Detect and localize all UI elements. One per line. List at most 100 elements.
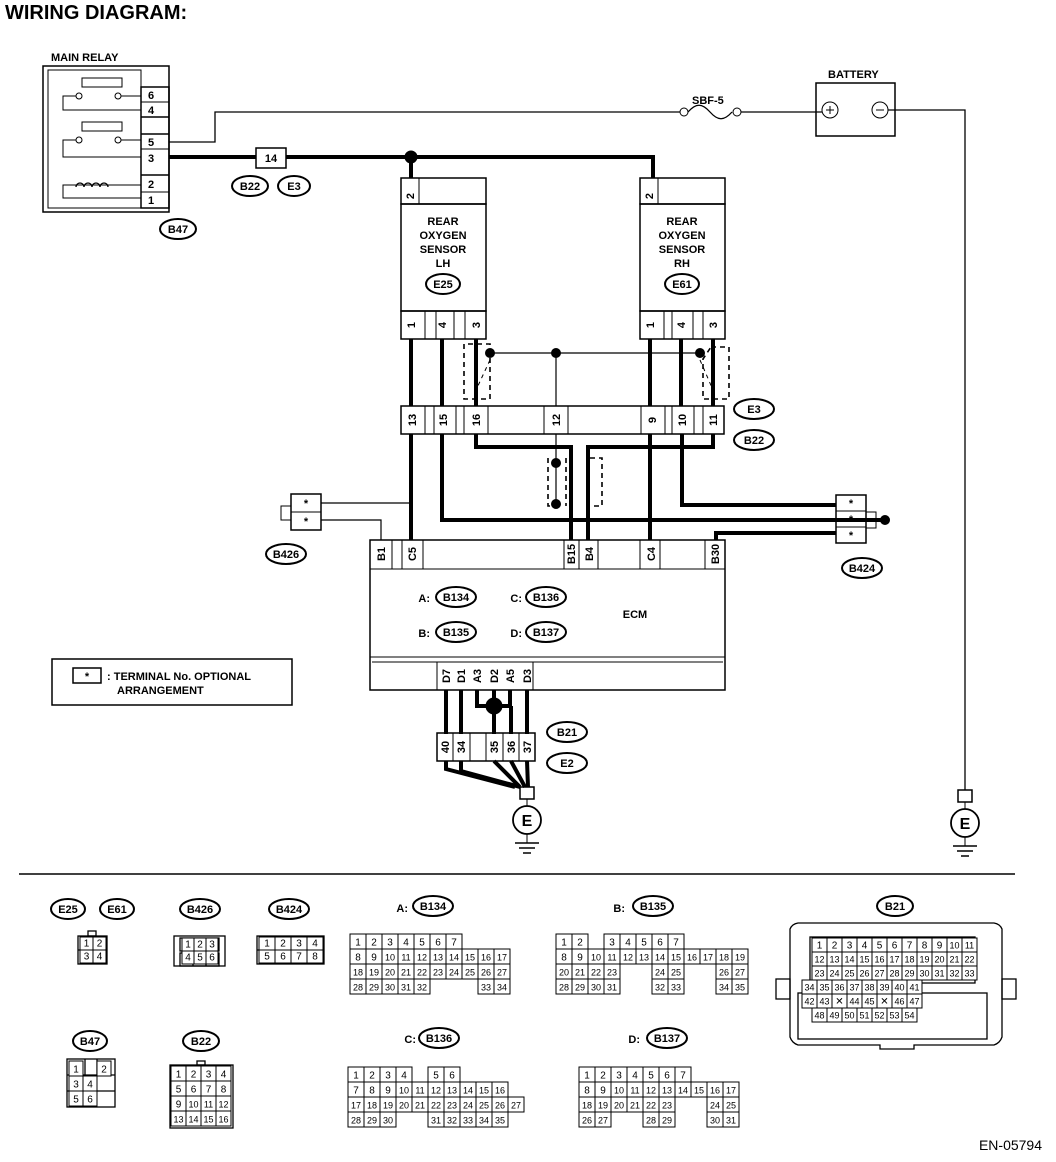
tag-e61: E61	[664, 273, 700, 295]
tag-b136: B136	[525, 586, 567, 608]
pin-label: 32	[447, 1116, 457, 1126]
tag-e2-text: E2	[560, 758, 573, 770]
pin-label: ✕	[835, 997, 843, 1008]
face-tag-b426-text: B426	[187, 904, 213, 916]
pin-label: 7	[206, 1085, 212, 1096]
pin-label: 16	[218, 1115, 228, 1125]
pin-label: 18	[904, 955, 914, 965]
pin-cell	[961, 965, 978, 981]
pin-cell	[215, 1110, 232, 1127]
pin-label: 1	[353, 1071, 359, 1082]
pin-label: 31	[726, 1116, 736, 1126]
ecm-pin-b1: B1	[376, 547, 388, 561]
face-tag-b22-text: B22	[191, 1036, 211, 1048]
pin-label: 27	[497, 968, 507, 978]
tag-b21: B21	[546, 721, 588, 743]
pin-label: 25	[726, 1101, 736, 1111]
sensor-lh-pin-1: 1	[406, 322, 418, 328]
pin-label: 20	[385, 968, 395, 978]
pin-label: 10	[385, 953, 395, 963]
ecm-conn-c-prefix: C:	[510, 593, 522, 605]
tag-b22-text: B22	[744, 435, 764, 447]
b21-pin-34: 34	[456, 740, 468, 753]
tag-b22-junction-text: B22	[240, 181, 260, 193]
pin-label: 5	[648, 1071, 654, 1082]
pin-label: 15	[694, 1086, 704, 1096]
face-tag-b136-text: B136	[426, 1033, 452, 1045]
pin-label: 33	[964, 969, 974, 979]
pin-label: 25	[465, 968, 475, 978]
ecm-conn-d-prefix: D:	[510, 628, 522, 640]
pin-label: 7	[680, 1071, 686, 1082]
pin-label: 20	[399, 1101, 409, 1111]
b424-pin-star-2: *	[849, 514, 854, 526]
legend-line-2: ARRANGEMENT	[117, 685, 204, 697]
pin-label: 14	[655, 953, 665, 963]
pin-label: 24	[463, 1101, 473, 1111]
pin-label: 16	[687, 953, 697, 963]
ecm-pin-c4: C4	[646, 546, 658, 561]
pin-label: 25	[671, 968, 681, 978]
tag-e25: E25	[425, 273, 461, 295]
b21-pin-35: 35	[489, 741, 501, 753]
pin-label: 12	[431, 1086, 441, 1096]
pin-label: 3	[847, 941, 853, 952]
pin-label: 4	[87, 1080, 93, 1091]
pin-label: 19	[598, 1101, 608, 1111]
pin-label: 6	[209, 953, 215, 964]
pin-label: 23	[447, 1101, 457, 1111]
b424-pin-star-1: *	[849, 498, 854, 510]
pin-label: 20	[559, 968, 569, 978]
pin-label: 9	[577, 953, 583, 964]
pin-label: 20	[934, 955, 944, 965]
pin-label: 17	[497, 953, 507, 963]
battery-label: BATTERY	[828, 69, 879, 81]
pin-label: 5	[73, 1095, 79, 1106]
pin-cell	[667, 978, 685, 995]
face-tag-e61-text: E61	[107, 904, 127, 916]
tag-b21-text: B21	[557, 727, 577, 739]
sensor-lh-pin-4: 4	[437, 321, 449, 328]
pin-label: 20	[614, 1101, 624, 1111]
pin-label: 24	[829, 969, 839, 979]
face-c-prefix: C:	[404, 1034, 416, 1046]
pin-label: 51	[859, 1011, 869, 1021]
relay-pin-4: 4	[148, 105, 155, 117]
pin-label: 8	[221, 1085, 227, 1096]
pin-label: ✕	[880, 997, 888, 1008]
tag-b137-text: B137	[533, 627, 559, 639]
rear-oxygen-sensor-lh	[400, 177, 487, 340]
connector-b21-e2	[436, 732, 536, 762]
pin-label: 15	[203, 1115, 213, 1125]
face-tag-b424: B424	[268, 898, 310, 920]
pin-label: 6	[435, 938, 441, 949]
pin-label: 14	[678, 1086, 688, 1096]
pin-label: 39	[879, 983, 889, 993]
pin-label: 2	[101, 1065, 107, 1076]
pin-label: 10	[399, 1086, 409, 1096]
pin-label: 29	[575, 983, 585, 993]
tag-e25-text: E25	[433, 279, 453, 291]
pin-label: 40	[894, 983, 904, 993]
pin-label: 17	[889, 955, 899, 965]
joint-pin-12: 12	[551, 414, 563, 426]
sensor-rh-pin-2: 2	[644, 193, 656, 199]
sensor-lh-label-1: REAR	[427, 216, 458, 228]
pin-label: 44	[849, 997, 859, 1007]
pin-label: 32	[655, 983, 665, 993]
tag-e3: E3	[733, 398, 775, 420]
pin-label: 42	[804, 997, 814, 1007]
pin-label: 22	[417, 968, 427, 978]
sensor-lh-pin-3: 3	[471, 322, 483, 328]
pin-label: 3	[73, 1080, 79, 1091]
pin-label: 4	[185, 953, 191, 964]
pin-label: 30	[591, 983, 601, 993]
pin-label: 4	[401, 1071, 407, 1082]
tag-b135: B135	[435, 621, 477, 643]
sensor-rh-label-4: RH	[674, 258, 690, 270]
pin-label: 8	[369, 1086, 375, 1097]
pin-label: 15	[859, 955, 869, 965]
pin-label: 11	[401, 953, 410, 963]
